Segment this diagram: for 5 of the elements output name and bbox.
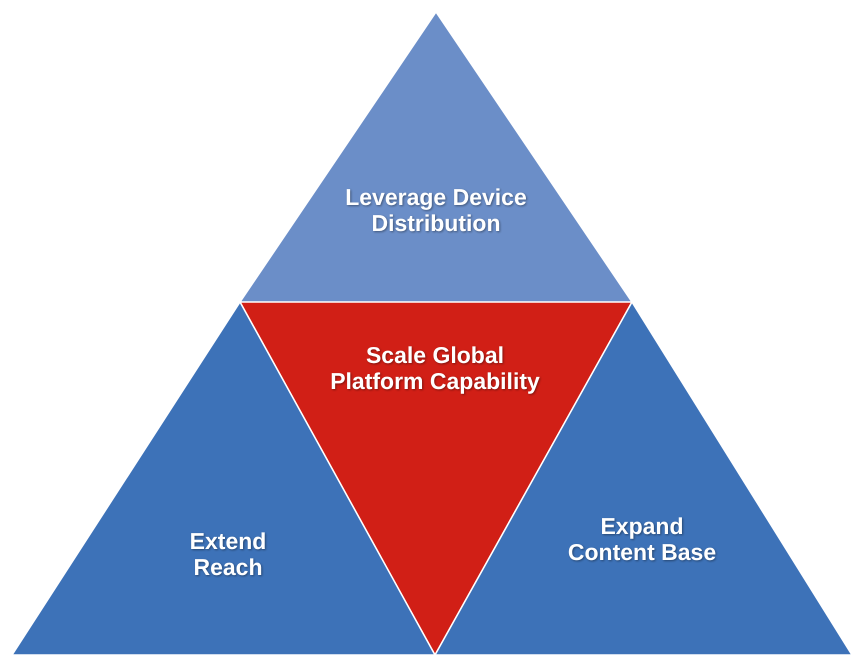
segment-label: Expand Content Base: [567, 513, 717, 565]
triangle-segment: [240, 12, 632, 302]
segment-label: Extend Reach: [188, 528, 268, 580]
segment-label: Scale Global Platform Capability: [329, 342, 541, 394]
segment-label: Leverage Device Distribution: [344, 184, 528, 236]
